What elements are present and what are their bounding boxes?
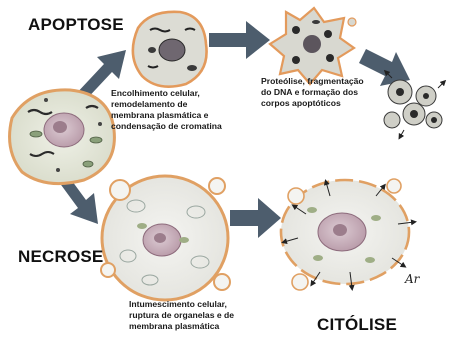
caption-line: Intumescimento celular, <box>129 299 234 310</box>
necrose-title: NECROSE <box>18 247 103 267</box>
lysing-cell <box>281 179 414 290</box>
caption-line: condensação de cromatina <box>111 121 222 132</box>
caption-necrosis-step1: Intumescimento celular, ruptura de organ… <box>129 299 234 332</box>
arrow-swell-to-lysis <box>230 198 281 238</box>
caption-apoptosis-step2: Proteólise, fragmentação do DNA e formaç… <box>261 76 364 109</box>
shrunken-cell <box>133 12 207 87</box>
caption-line: Proteólise, fragmentação <box>261 76 364 87</box>
normal-cell <box>10 90 115 184</box>
arrow-shrink-to-fragment <box>209 21 270 59</box>
caption-apoptosis-step1: Encolhimento celular, remodelamento de m… <box>111 88 222 132</box>
caption-line: membrana plasmática <box>129 321 234 332</box>
caption-line: ruptura de organelas e de <box>129 310 234 321</box>
citolise-title: CITÓLISE <box>317 315 397 335</box>
caption-line: corpos apoptóticos <box>261 98 364 109</box>
caption-line: do DNA e formação dos <box>261 87 364 98</box>
apoptotic-bodies <box>384 72 444 137</box>
caption-line: membrana plasmática e <box>111 110 222 121</box>
apoptose-title: APOPTOSE <box>28 15 124 35</box>
caption-line: Encolhimento celular, <box>111 88 222 99</box>
artist-signature: Ar <box>405 272 419 286</box>
caption-line: remodelamento de <box>111 99 222 110</box>
swollen-cell <box>101 176 230 300</box>
fragmenting-cell <box>270 8 356 84</box>
